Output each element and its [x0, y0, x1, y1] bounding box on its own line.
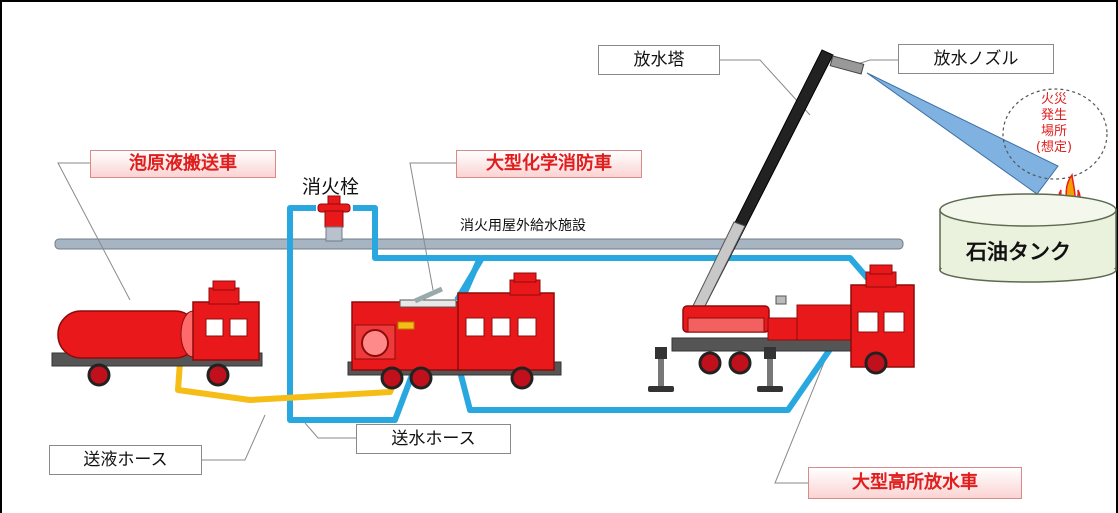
nozzle-label: 放水ノズル — [898, 44, 1054, 74]
liquid-hose-label: 送液ホース — [49, 445, 202, 475]
hydrant-label: 消火栓 — [302, 176, 360, 198]
aerial-truck-label: 大型高所放水車 — [808, 467, 1022, 499]
leader-lines — [57, 59, 898, 484]
water-tower-label: 放水塔 — [598, 45, 720, 75]
foam-carrier-truck — [51, 280, 263, 387]
water-spray — [866, 72, 1059, 195]
water-hose-label: 送水ホース — [356, 424, 511, 454]
chemical-truck-label: 大型化学消防車 — [456, 150, 642, 178]
fire-site-line-1: 火災 — [1040, 92, 1067, 107]
fire-site-label: 火災 発生 場所 (想定) — [1000, 92, 1108, 178]
aerial-water-tower-truck — [648, 49, 915, 392]
fire-site-line-3: 場所 — [1040, 124, 1067, 139]
fire-site-line-4: (想定) — [1035, 140, 1073, 155]
water-supply-pipe — [54, 238, 904, 250]
water-supply-label: 消火用屋外給水施設 — [460, 218, 586, 234]
foam-carrier-label: 泡原液搬送車 — [90, 150, 276, 178]
fire-site-circle — [1002, 88, 1108, 180]
oil-tank — [939, 193, 1117, 283]
fire-site-line-2: 発生 — [1040, 108, 1067, 123]
oil-tank-label: 石油タンク — [966, 240, 1071, 264]
chemical-fire-truck — [347, 272, 562, 390]
fire-hydrant-icon — [317, 195, 351, 242]
